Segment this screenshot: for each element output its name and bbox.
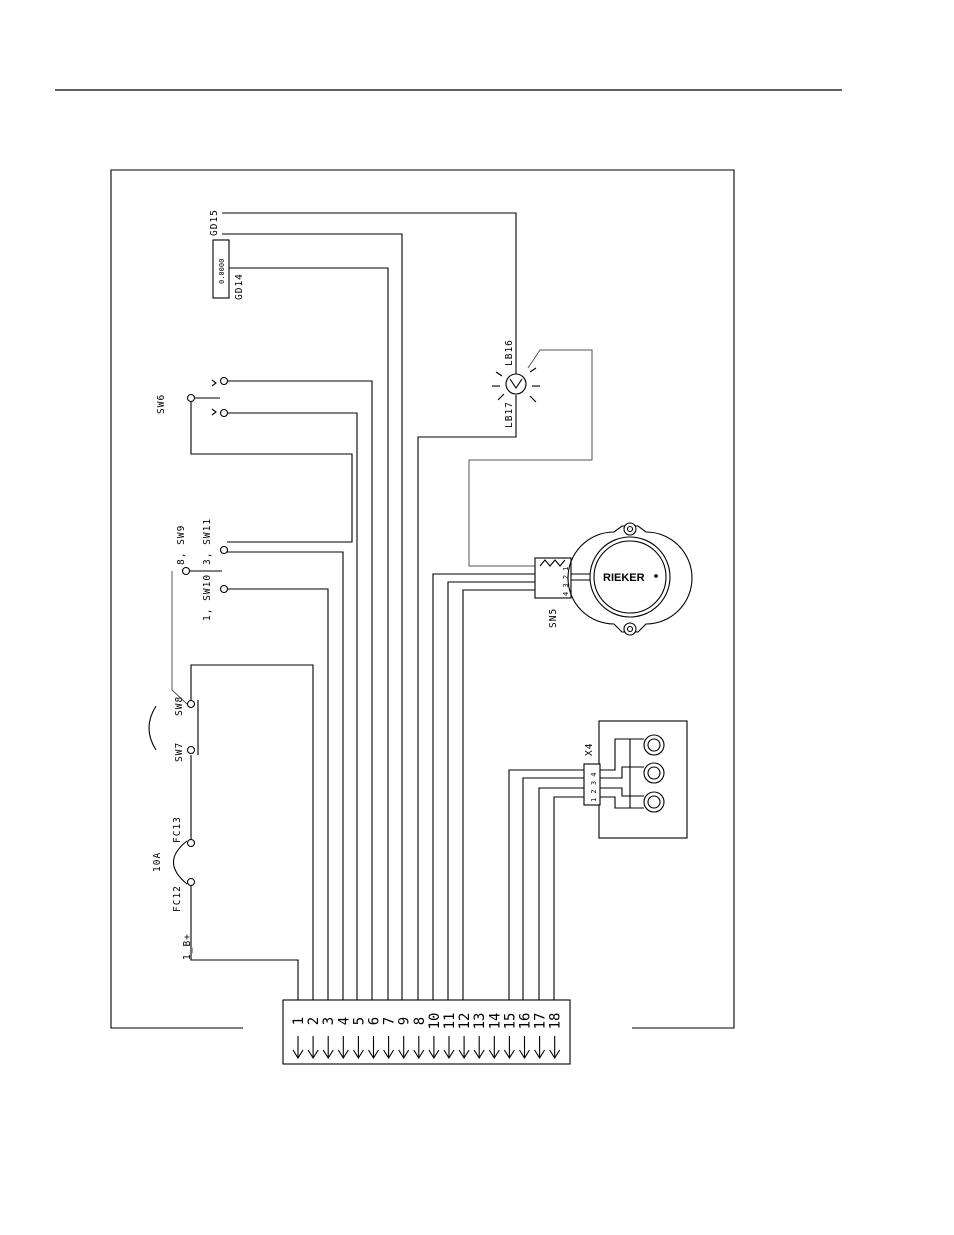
- connector-pin-12: 12: [457, 1013, 473, 1030]
- sw7-terminal: [188, 747, 195, 754]
- sn5-connector: 4 3 2 1 SN5: [535, 558, 590, 628]
- sw7-label: SW7: [174, 742, 185, 762]
- x4-socket: 1 2 3 4 X4: [584, 721, 687, 838]
- connector-pin-8: 8: [412, 1017, 428, 1025]
- sw6-switch: SW6: [156, 378, 228, 417]
- sn5-label: SN5: [548, 608, 559, 628]
- lb17-label: LB17: [504, 401, 515, 428]
- x4-label: X4: [584, 743, 595, 756]
- connector-pin-10: 10: [427, 1013, 443, 1030]
- x4-pin-numbers: 1 2 3 4: [590, 772, 598, 802]
- connector-pin-15: 15: [502, 1013, 518, 1030]
- connector-pin-16: 16: [518, 1013, 534, 1030]
- sw8-terminal: [188, 701, 195, 708]
- connector-pin-5: 5: [351, 1017, 367, 1025]
- sw9-sw11-switch: 8, SW9 3, SW11 1, SW10: [176, 518, 228, 621]
- fuse-icon: [174, 841, 188, 884]
- sw6-terminal-a: [221, 378, 228, 385]
- wires: [191, 213, 585, 1000]
- sw11-terminal: [221, 547, 228, 554]
- fc12-label: FC12: [172, 885, 183, 912]
- connector-pin-4: 4: [336, 1017, 352, 1025]
- connector-pin-2: 2: [306, 1017, 322, 1025]
- connector-pin-11: 11: [442, 1013, 458, 1030]
- lamp-icon: [506, 374, 526, 394]
- fc13-label: FC13: [172, 816, 183, 843]
- grey-wires: [172, 350, 592, 704]
- gd14-label: GD14: [234, 273, 245, 300]
- connector-pin-9: 9: [397, 1017, 413, 1025]
- sw8-label: SW8: [174, 696, 185, 716]
- gd-gauge-display: 0.0000: [218, 259, 226, 284]
- sw9-terminal: [183, 568, 190, 575]
- connector-pin-3: 3: [321, 1017, 337, 1025]
- sw9-label: 8, SW9: [176, 525, 187, 565]
- sw10-terminal: [221, 586, 228, 593]
- sw6-terminal-b: [221, 410, 228, 417]
- sw6-common-terminal: [188, 395, 195, 402]
- gd-gauge: 0.0000 GD15 GD14: [209, 209, 245, 300]
- gd15-label: GD15: [209, 209, 220, 236]
- sw8-sw7-switch: SW8 SW7: [149, 696, 195, 762]
- rieker-logo: RIEKER: [603, 572, 645, 584]
- sw8-sw7-arc: [149, 706, 156, 750]
- sw11-label: 3, SW11: [202, 518, 213, 565]
- rieker-sensor: RIEKER: [568, 523, 692, 635]
- fc13-terminal: [188, 840, 195, 847]
- fc12-terminal: [188, 879, 195, 886]
- sw10-label: 1, SW10: [202, 574, 213, 621]
- fuse-rating-label: 10A: [152, 852, 163, 872]
- fuse-block: FC13 10A FC12 1_B+: [152, 816, 195, 960]
- sw6-label: SW6: [156, 394, 167, 414]
- battery-label: 1_B+: [182, 933, 193, 960]
- connector-pin-17: 17: [533, 1013, 549, 1030]
- connector-pin-13: 13: [472, 1013, 488, 1030]
- connector-pin-7: 7: [382, 1017, 398, 1025]
- connector-pin-14: 14: [487, 1013, 503, 1030]
- connector-pin-6: 6: [367, 1017, 383, 1025]
- connector-pin-1: 1: [291, 1017, 307, 1025]
- lb16-label: LB16: [504, 339, 515, 366]
- connector-pin-18: 18: [548, 1013, 564, 1030]
